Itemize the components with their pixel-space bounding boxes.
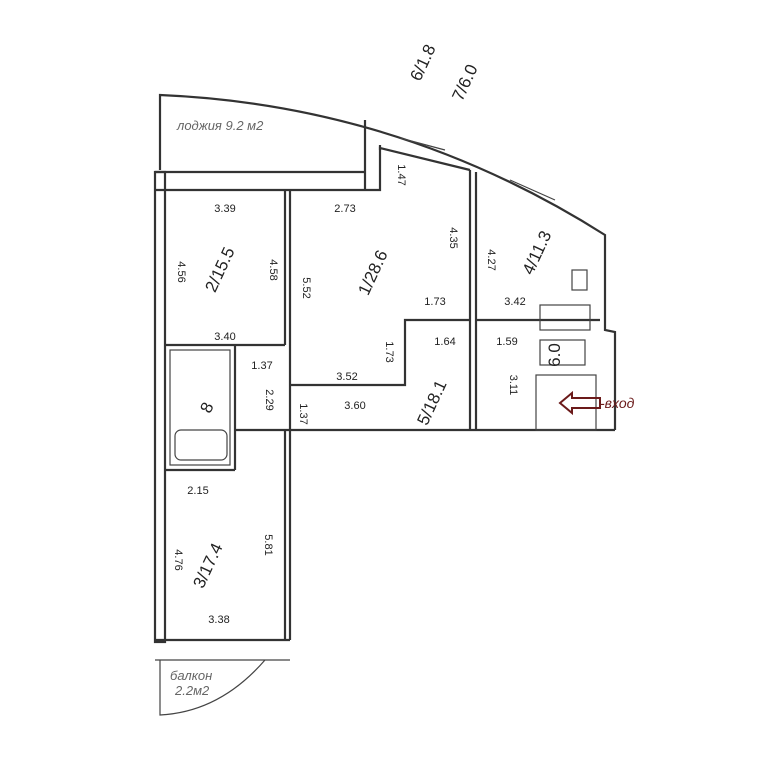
dim-label: 1.59: [496, 336, 517, 348]
dim-label: 5.52: [300, 277, 312, 298]
svg-text:1/28.6: 1/28.6: [354, 247, 391, 298]
dim-label: 3.52: [336, 371, 357, 383]
dim-label: 1.37: [251, 360, 272, 372]
dim-label: 4.56: [175, 261, 187, 282]
bathroom-fixtures: [169, 349, 231, 466]
room-walls-center: [290, 170, 600, 430]
bathtub: [174, 429, 228, 461]
svg-text:7/6.0: 7/6.0: [448, 62, 481, 104]
loggia-wall: [155, 146, 471, 192]
dim-label: 1.73: [383, 341, 395, 362]
svg-text:4/11.3: 4/11.3: [519, 228, 556, 278]
dim-label: 2.15: [187, 485, 208, 497]
toilet-fixture: [539, 339, 586, 366]
dim-label: 2.73: [334, 203, 355, 215]
loggia-label: лоджия 9.2 м2: [176, 118, 264, 133]
dim-label: 1.73: [424, 296, 445, 308]
dim-label: 4.35: [447, 227, 459, 248]
dim-label: 4.58: [267, 259, 279, 280]
room-walls-bottom: [155, 345, 615, 642]
dim-label: 1.47: [395, 164, 407, 185]
dim-label: 3.11: [507, 375, 519, 396]
dim-label: 2.29: [263, 389, 275, 410]
dim-label: 1.37: [297, 403, 309, 424]
room-walls-left: [165, 190, 292, 640]
svg-text:2/15.5: 2/15.5: [201, 244, 238, 295]
kitchen-stove: [539, 304, 591, 331]
svg-text:3/17.4: 3/17.4: [189, 540, 226, 591]
room-1-area: 28.6: [360, 247, 391, 285]
walls: [153, 93, 617, 716]
dim-label: 3.40: [214, 331, 235, 343]
room-3-area: 17.4: [195, 540, 226, 578]
room-8-area: 6.0: [545, 343, 564, 367]
windows: [399, 137, 556, 201]
kitchen-sink: [571, 269, 588, 291]
entry-label: -вход: [600, 395, 635, 411]
dim-label: 5.81: [262, 534, 274, 555]
left-outer-wall: [153, 170, 167, 644]
room-7-number: 8: [196, 399, 217, 416]
dim-label: 4.76: [172, 549, 184, 570]
svg-text:6/1.8: 6/1.8: [406, 42, 439, 84]
room-4-area: 11.3: [525, 228, 556, 265]
room-2-area: 15.5: [207, 244, 238, 282]
dimensions: 3.39 2.73 1.47 4.35 4.27 4.56 4.58 5.52 …: [172, 164, 526, 626]
svg-text:5/18.1: 5/18.1: [413, 377, 450, 428]
dim-label: 1.64: [434, 336, 455, 348]
room-5-area: 18.1: [419, 377, 450, 415]
dim-label: 3.39: [214, 203, 235, 215]
dim-label: 4.27: [485, 249, 497, 270]
dim-label: 3.42: [504, 296, 525, 308]
entry-arrow-icon: [558, 390, 601, 416]
balcony-area-label: 2.2м2: [174, 683, 210, 698]
entry-closet: [535, 374, 597, 431]
dim-label: 3.38: [208, 614, 229, 626]
balcony-label: балкон: [170, 668, 212, 683]
dim-label: 3.60: [344, 400, 365, 412]
balcony-outline: [155, 659, 290, 716]
